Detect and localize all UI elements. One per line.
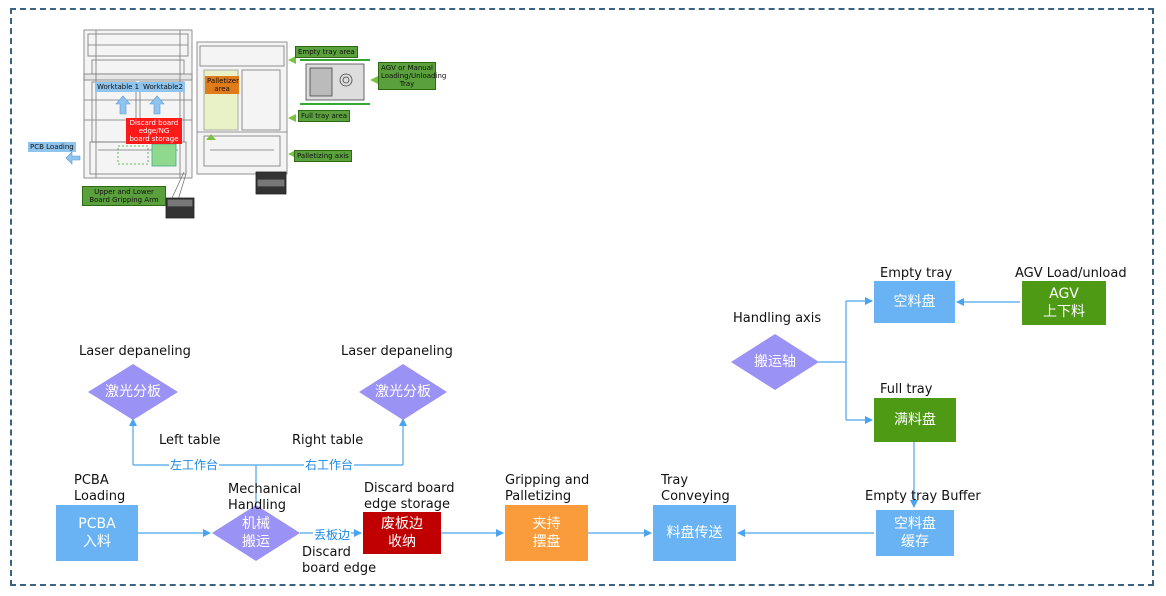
- palletizer-area-tag: Palletizer area: [205, 76, 239, 94]
- pcba-node-line2: 入料: [83, 534, 111, 550]
- agv-label: AGV Load/unload: [1015, 266, 1127, 281]
- discard-storage-label: Discard board edge storage: [364, 481, 455, 512]
- discard-storage-node: 废板边 收纳: [363, 512, 441, 554]
- handling-axis-diamond: [731, 334, 819, 390]
- laser-right-label: Laser depaneling: [341, 344, 453, 359]
- empty-tray-area-tag: Empty tray area: [295, 46, 358, 58]
- full-tray-node: 满料盘: [874, 398, 956, 442]
- gripping-arm-tag: Upper and Lower Board Gripping Arm: [82, 186, 166, 206]
- laser-left-diamond: [88, 364, 178, 420]
- empty-buffer-node: 空料盘 缓存: [876, 510, 954, 556]
- laser-right-diamond: [359, 364, 447, 420]
- left-table-label: Left table: [159, 433, 221, 448]
- empty-buffer-line2: 缓存: [901, 534, 929, 550]
- empty-buffer-label: Empty tray Buffer: [865, 489, 981, 504]
- discard-edge-en-label: Discard board edge: [302, 545, 377, 576]
- full-tray-label: Full tray: [880, 382, 933, 397]
- pcb-loading-tag: PCB Loading: [28, 142, 76, 152]
- pcba-loading-label: PCBA Loading: [74, 473, 126, 504]
- grip-line2: 摆盘: [532, 534, 561, 550]
- discard-edge-cn-label: 丢板边: [313, 528, 352, 542]
- empty-tray-label: Empty tray: [880, 266, 953, 281]
- agv-line2: 上下料: [1043, 304, 1085, 320]
- mech-line1: 机械: [242, 516, 270, 532]
- right-table-edge-label: 右工作台: [304, 458, 355, 472]
- discard-node-line2: 收纳: [388, 534, 416, 550]
- handling-axis-label: Handling axis: [733, 311, 822, 326]
- laser-left-label: Laser depaneling: [79, 344, 191, 359]
- agv-manual-tag: AGV or Manual Loading/Unloading Tray: [378, 62, 446, 90]
- discard-node-line1: 废板边: [381, 516, 423, 532]
- laser-right-node: 激光分板: [375, 384, 431, 400]
- empty-tray-node: 空料盘: [874, 281, 955, 323]
- pcba-node-line1: PCBA: [78, 516, 116, 532]
- grip-palletize-label: Gripping and Palletizing: [505, 473, 590, 504]
- full-tray-area-tag: Full tray area: [298, 110, 351, 122]
- grip-line1: 夹持: [532, 516, 561, 532]
- mech-label: Mechanical Handling: [228, 482, 302, 513]
- left-table-edge-label: 左工作台: [169, 458, 220, 472]
- right-table-label: Right table: [292, 433, 364, 448]
- palletizing-axis-tag: Palletizing axis: [294, 150, 352, 162]
- tray-conveying-node: 料盘传送: [653, 505, 736, 561]
- pcba-loading-node: PCBA 入料: [56, 505, 138, 561]
- worktable1-tag: Worktable 1: [95, 82, 142, 92]
- worktable2-tag: Worktable2: [141, 82, 185, 92]
- laser-left-node: 激光分板: [105, 384, 161, 400]
- empty-buffer-line1: 空料盘: [894, 516, 936, 532]
- grip-palletize-node: 夹持 摆盘: [505, 505, 588, 561]
- discard-storage-tag: Discard board edge/NG board storage: [126, 118, 182, 144]
- mech-line2: 搬运: [242, 534, 270, 550]
- dashed-frame: [10, 8, 1154, 586]
- mech-diamond: [212, 505, 300, 561]
- mech-node-text: 机械 搬运: [216, 513, 296, 553]
- agv-line1: AGV: [1049, 286, 1079, 302]
- agv-node: AGV 上下料: [1022, 281, 1106, 325]
- tray-conveying-label: Tray Conveying: [661, 473, 730, 504]
- handling-axis-node: 搬运轴: [754, 354, 796, 370]
